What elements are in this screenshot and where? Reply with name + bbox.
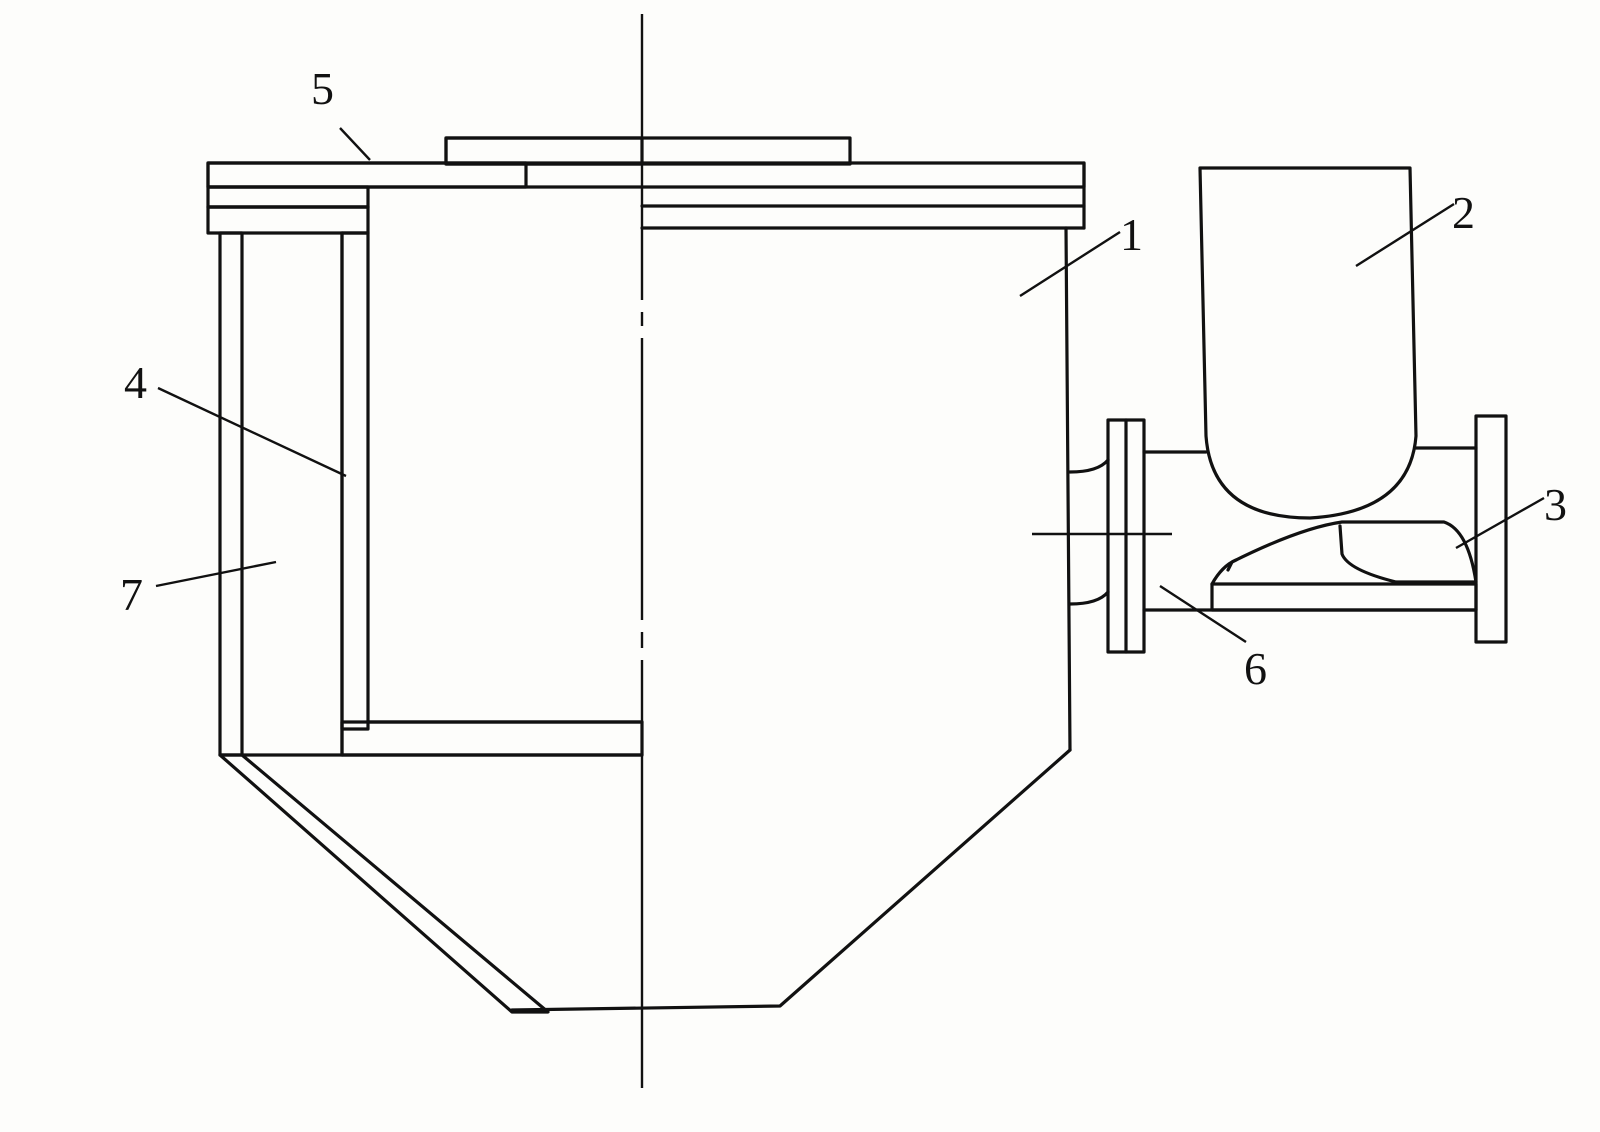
label-4: 4 [124, 357, 147, 408]
label-2: 2 [1452, 187, 1475, 238]
label-1: 1 [1120, 209, 1143, 260]
label-7: 7 [120, 569, 143, 620]
part-labels: 5 1 2 3 4 7 6 [120, 63, 1567, 694]
label-3: 3 [1544, 479, 1567, 530]
feed-hopper [1198, 166, 1418, 520]
label-5: 5 [311, 63, 334, 114]
top-cover-plate [206, 136, 1086, 235]
screw-plate [1210, 520, 1478, 586]
main-vessel-body [510, 226, 1072, 1012]
outer-jacket-wall [218, 231, 550, 1014]
label-6: 6 [1244, 643, 1267, 694]
inner-wall [340, 231, 644, 757]
side-pipe [1032, 414, 1508, 654]
leader-lines [155, 127, 1545, 644]
